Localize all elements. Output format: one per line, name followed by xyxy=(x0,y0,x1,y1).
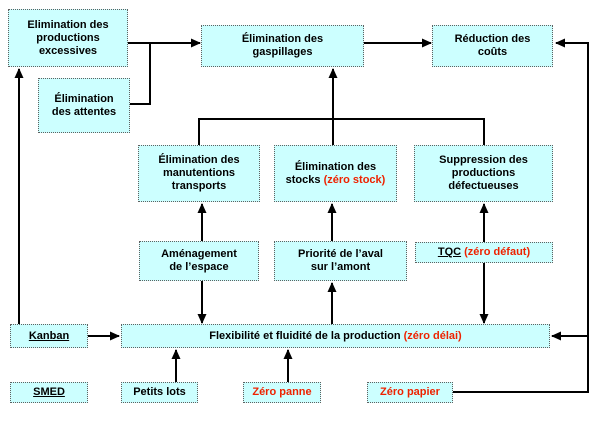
box-stocks: Élimination des stocks (zéro stock) xyxy=(274,145,397,202)
box-zero-panne-label: Zéro panne xyxy=(252,386,312,398)
box-prod-excessives-label: Elimination des productions excessives xyxy=(27,18,109,57)
box-priorite: Priorité de l’aval sur l’amont xyxy=(274,241,407,281)
box-smed-label: SMED xyxy=(33,386,65,398)
box-amenagement-label: Aménagement de l’espace xyxy=(161,248,237,273)
box-gaspillages: Élimination des gaspillages xyxy=(201,25,364,67)
box-attentes: Élimination des attentes xyxy=(38,78,130,133)
box-attentes-label: Élimination des attentes xyxy=(51,92,117,118)
box-flexibilite: Flexibilité et fluidité de la production… xyxy=(121,324,550,348)
box-zero-panne: Zéro panne xyxy=(243,382,321,403)
connector-funnel xyxy=(198,118,485,146)
box-zero-papier-label: Zéro papier xyxy=(380,386,440,398)
box-zero-papier: Zéro papier xyxy=(367,382,453,403)
box-gaspillages-label: Élimination des gaspillages xyxy=(241,33,324,58)
box-suppression: Suppression des productions défectueuses xyxy=(414,145,553,202)
box-tqc-label: TQC (zéro défaut) xyxy=(422,246,546,259)
box-tqc-label-underlined: TQC xyxy=(437,246,462,258)
box-smed: SMED xyxy=(10,382,88,403)
box-flexibilite-label: Flexibilité et fluidité de la production… xyxy=(128,330,543,343)
box-stocks-label-red: (zéro stock) xyxy=(323,173,386,186)
box-suppression-label: Suppression des productions défectueuses xyxy=(439,154,528,192)
box-priorite-label: Priorité de l’aval sur l’amont xyxy=(298,248,383,273)
box-flexibilite-label-black: Flexibilité et fluidité de la production xyxy=(209,329,404,342)
box-petits-lots-label: Petits lots xyxy=(133,386,186,398)
box-reduction-couts: Réduction des coûts xyxy=(432,25,553,67)
box-tqc-label-red: (zéro défaut) xyxy=(461,246,531,258)
box-tqc: TQC (zéro défaut) xyxy=(415,242,553,263)
arrow-zeropapier-to-reduction xyxy=(453,38,589,393)
box-kanban-label: Kanban xyxy=(28,329,70,342)
box-prod-excessives: Elimination des productions excessives xyxy=(8,9,128,67)
box-amenagement: Aménagement de l’espace xyxy=(139,241,259,281)
box-reduction-couts-label: Réduction des coûts xyxy=(454,33,531,58)
box-petits-lots: Petits lots xyxy=(121,382,198,403)
box-flexibilite-label-red: (zéro délai) xyxy=(403,329,462,342)
box-kanban: Kanban xyxy=(10,324,88,348)
box-manutentions: Élimination des manutentions transports xyxy=(138,145,260,202)
box-manutentions-label: Élimination des manutentions transports xyxy=(158,154,240,192)
connector-attentes-junction xyxy=(130,43,151,105)
box-stocks-label: Élimination des stocks (zéro stock) xyxy=(281,161,390,187)
box-stocks-label-black: Élimination des stocks xyxy=(285,160,377,186)
